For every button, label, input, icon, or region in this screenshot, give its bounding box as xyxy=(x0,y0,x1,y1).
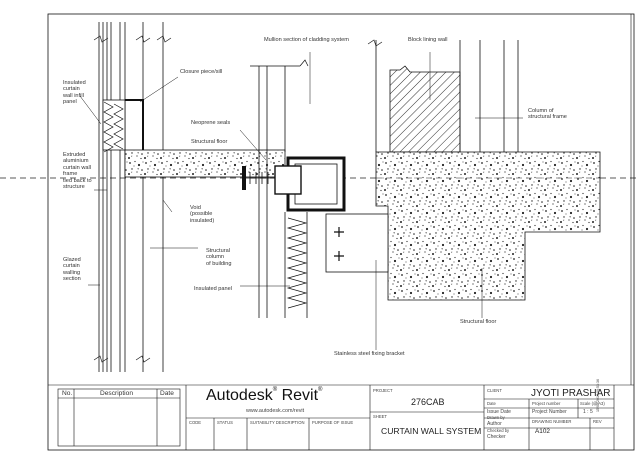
project-number-label: Project number xyxy=(532,401,561,406)
project-number-value: Project Number xyxy=(532,408,567,415)
drawing-number-value: A102 xyxy=(535,428,550,435)
label-column-frame: Column of structural frame xyxy=(528,108,567,121)
client-value: JYOTI PRASHAR xyxy=(531,388,611,399)
label-mullion-section: Mullion section of cladding system xyxy=(264,37,349,43)
drawn-label: Drawn by xyxy=(487,415,505,420)
rev-col-date: Date xyxy=(160,390,174,397)
purpose-label: PURPOSE OF ISSUE xyxy=(312,420,354,425)
label-extruded-frame: Extruded aluminium curtain wall frame ti… xyxy=(63,152,92,191)
sheet-border xyxy=(47,13,635,451)
sheet-label: SHEET xyxy=(373,414,387,419)
status-label: STATUS xyxy=(217,420,233,425)
scale-value: 1 : 5 xyxy=(583,408,593,415)
checked-value: Checker xyxy=(487,434,506,440)
sheet-value: CURTAIN WALL SYSTEM xyxy=(381,426,482,436)
scale-label: Scale (@ A3) xyxy=(580,401,605,406)
label-insulated-infill: Insulated curtain wall infill panel xyxy=(63,80,86,106)
rev-label: REV xyxy=(593,419,602,424)
client-label: CLIENT xyxy=(487,388,502,393)
date-label: Date xyxy=(487,401,496,406)
brand-product: Revit xyxy=(281,387,319,404)
left-detail xyxy=(79,22,286,372)
drawing-number-label: DRAWING NUMBER xyxy=(532,419,572,424)
label-glazed-section: Glazed curtain walling section xyxy=(63,257,81,283)
autodesk-revit-logo: Autodesk® Revit® xyxy=(206,387,323,404)
rev-col-description: Description xyxy=(100,390,133,397)
label-fixing-bracket: Stainless steel fixing bracket xyxy=(334,351,405,357)
brand-main: Autodesk xyxy=(206,387,273,404)
right-detail xyxy=(239,39,601,350)
website: www.autodesk.com/revit xyxy=(246,408,305,414)
label-neoprene-seals: Neoprene seals xyxy=(191,120,231,126)
title-block xyxy=(48,384,634,450)
rev-col-no: No. xyxy=(62,390,73,397)
label-void: Void (possible insulated) xyxy=(190,205,215,224)
label-closure-piece: Closure piece/sill xyxy=(180,69,223,75)
label-insulated-panel: Insulated panel xyxy=(194,286,232,292)
label-structural-floor-right: Structural floor xyxy=(460,319,497,325)
label-structural-floor-top: Structural floor xyxy=(191,139,228,145)
date-value: Issue Date xyxy=(487,408,511,415)
suitability-label: SUITABILITY DESCRIPTION xyxy=(250,420,305,425)
label-structural-column: Structural column of building xyxy=(206,248,232,267)
project-value: 276CAB xyxy=(411,397,445,407)
checked-label: Checked by xyxy=(487,428,510,433)
project-label: PROJECT xyxy=(373,388,393,393)
side-timestamp: 15/09/2014 09:53:36 xyxy=(596,379,600,412)
label-block-lining: Block lining wall xyxy=(408,37,448,43)
drawn-value: Author xyxy=(487,420,502,427)
code-label: CODE xyxy=(189,420,202,425)
